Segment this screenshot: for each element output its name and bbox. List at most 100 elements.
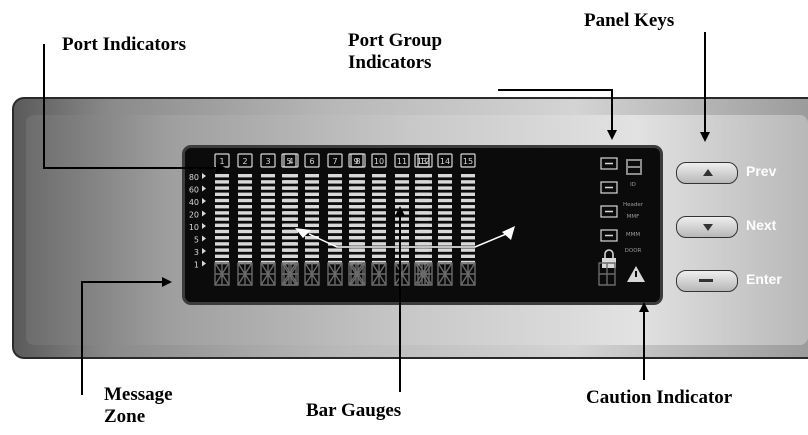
bar-gauge-segment bbox=[415, 242, 429, 246]
enter-key-cap[interactable] bbox=[676, 270, 738, 292]
bar-gauge-segment bbox=[349, 223, 363, 227]
bar-gauge-segment bbox=[282, 229, 296, 234]
bar-gauge-segment bbox=[415, 254, 429, 258]
bar-gauge-segment bbox=[415, 236, 429, 240]
bar-gauge-segment bbox=[438, 236, 452, 240]
port-indicator-box bbox=[371, 153, 387, 168]
port-indicator-box bbox=[237, 153, 253, 168]
panel-keys: Prev Next Enter bbox=[676, 150, 808, 300]
port-number: 4 bbox=[288, 157, 293, 166]
bar-gauge-segment bbox=[215, 242, 229, 246]
message-character-cell bbox=[327, 262, 343, 286]
scale-label: 60 bbox=[189, 186, 199, 195]
up-arrow-icon bbox=[703, 169, 713, 176]
bar-gauge-segment bbox=[461, 223, 475, 227]
bar-span-line bbox=[308, 231, 512, 248]
bar-gauge-segment bbox=[261, 192, 275, 196]
bar-gauge-segment bbox=[372, 248, 386, 252]
bar-gauge-segment bbox=[461, 217, 475, 221]
message-character-cell bbox=[348, 262, 364, 286]
bar-gauge-segment bbox=[461, 248, 475, 252]
bar-gauge-segment bbox=[372, 198, 386, 203]
scale-marker-icon bbox=[202, 260, 206, 267]
prev-key-cap[interactable] bbox=[676, 162, 738, 184]
bar-gauge-segment bbox=[461, 174, 475, 178]
bar-gauge-segment bbox=[372, 174, 386, 178]
bar-gauge-segment bbox=[305, 174, 319, 178]
scale-label: 40 bbox=[189, 198, 199, 207]
bar-gauge-segment bbox=[282, 180, 296, 184]
bar-gauge-segment bbox=[215, 217, 229, 221]
bar-gauge-segment bbox=[438, 217, 452, 221]
bar-gauge-segment bbox=[215, 205, 229, 209]
bar-gauge-segment bbox=[238, 229, 252, 234]
bar-gauge-segment bbox=[238, 198, 252, 203]
bar-gauge-segment bbox=[372, 180, 386, 184]
port-number: 7 bbox=[332, 157, 337, 166]
bar-gauge-segment bbox=[282, 242, 296, 246]
bar-gauge-segment bbox=[305, 180, 319, 184]
bar-gauge-segment bbox=[395, 248, 409, 252]
next-key[interactable]: Next bbox=[676, 216, 808, 238]
bar-gauge-segment bbox=[461, 254, 475, 258]
bar-gauge-segment bbox=[261, 236, 275, 240]
bar-gauge-segment bbox=[261, 242, 275, 246]
message-character-cell bbox=[281, 262, 297, 286]
bar-gauge-segment bbox=[372, 254, 386, 258]
bar-gauge-segment bbox=[238, 192, 252, 196]
port-indicator-box bbox=[304, 153, 320, 168]
bar-gauge-segment bbox=[461, 242, 475, 246]
bar-gauge-segment bbox=[438, 192, 452, 196]
bar-gauge-segment bbox=[395, 174, 409, 178]
bar-gauge-segment bbox=[395, 192, 409, 196]
side-label: MMM bbox=[626, 232, 640, 238]
bar-gauge-segment bbox=[261, 223, 275, 227]
bar-gauge-segment bbox=[238, 180, 252, 184]
bar-gauge-segment bbox=[328, 198, 342, 203]
bar-gauge-segment bbox=[215, 211, 229, 215]
bar-gauge-segment bbox=[438, 198, 452, 203]
next-key-cap[interactable] bbox=[676, 216, 738, 238]
port-group-indicators-label: Port Group Indicators bbox=[348, 30, 443, 73]
bar-gauge-segment bbox=[305, 186, 319, 190]
enter-key[interactable]: Enter bbox=[676, 270, 808, 292]
bar-gauge-segment bbox=[328, 211, 342, 215]
bar-gauge-segment bbox=[349, 248, 363, 252]
bar-gauge-segment bbox=[328, 205, 342, 209]
bar-gauge-segment bbox=[261, 180, 275, 184]
bar-gauge-segment bbox=[415, 174, 429, 178]
port-number: 5 bbox=[286, 157, 291, 166]
bar-gauge-segment bbox=[238, 211, 252, 215]
bar-gauge-segment bbox=[282, 236, 296, 240]
bar-gauge-segment bbox=[461, 192, 475, 196]
bar-gauge-segment bbox=[238, 217, 252, 221]
bar-gauge-segment bbox=[261, 248, 275, 252]
enter-key-label: Enter bbox=[746, 271, 782, 287]
message-character-cell bbox=[460, 262, 476, 286]
bar-gauge-segment bbox=[261, 205, 275, 209]
bar-gauge-segment bbox=[349, 174, 363, 178]
port-number: 10 bbox=[374, 157, 384, 166]
bar-gauge-segment bbox=[372, 211, 386, 215]
bar-gauge-segment bbox=[372, 223, 386, 227]
bar-gauge-segment bbox=[438, 242, 452, 246]
bar-gauge-segment bbox=[215, 223, 229, 227]
port-number: 11 bbox=[397, 157, 407, 166]
port-number: 15 bbox=[463, 157, 473, 166]
prev-key[interactable]: Prev bbox=[676, 162, 808, 184]
port-number: 8 bbox=[355, 157, 360, 166]
bar-gauge-segment bbox=[282, 205, 296, 209]
message-character-cell bbox=[598, 262, 616, 286]
bar-gauge-segment bbox=[349, 192, 363, 196]
bar-gauge-segment bbox=[395, 180, 409, 184]
bar-gauge-segment bbox=[461, 211, 475, 215]
bar-gauge-segment bbox=[349, 180, 363, 184]
bar-gauge-segment bbox=[395, 242, 409, 246]
bar-gauge-segment bbox=[282, 174, 296, 178]
next-key-label: Next bbox=[746, 217, 777, 233]
left-arrow-icon bbox=[295, 228, 311, 238]
scale-marker-icon bbox=[202, 185, 206, 192]
bar-gauge-segment bbox=[461, 229, 475, 234]
